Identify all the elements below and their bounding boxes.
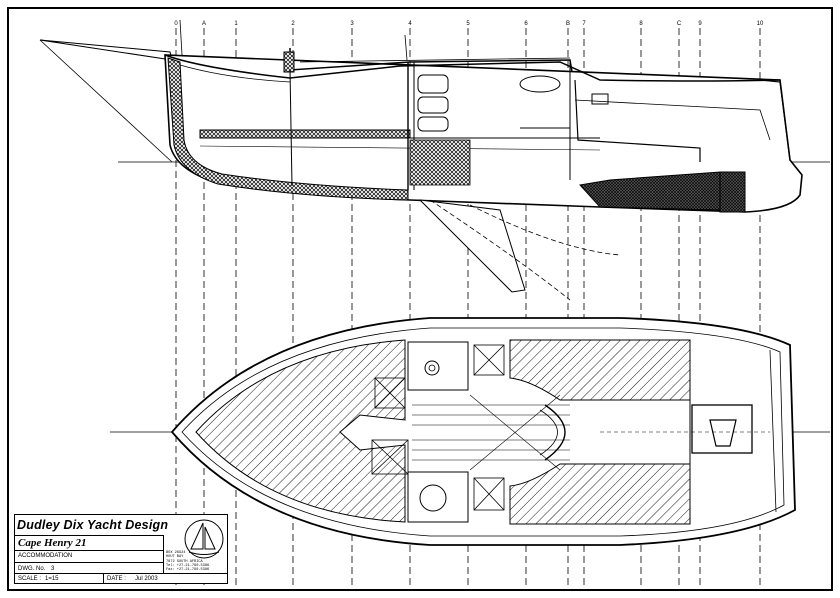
sheet-border (7, 7, 833, 591)
dwg-no-label: DWG. No. (18, 566, 46, 572)
station-label: 2 (291, 21, 295, 27)
station-label: 5 (466, 21, 470, 27)
address-line: BOX 26924 (166, 551, 186, 555)
brand-name: Dudley Dix Yacht Design (17, 518, 169, 532)
title-block-rule (15, 573, 227, 574)
plan-view (170, 317, 796, 546)
station-label: 9 (698, 21, 702, 27)
address-line: HOUT BAY (166, 555, 184, 560)
date-label: DATE : (107, 576, 126, 582)
station-label: C (677, 21, 682, 27)
title-block: Dudley Dix Yacht Design Cape Henry 21 AC… (14, 514, 228, 584)
station-label: 3 (350, 21, 354, 27)
station-label: 4 (408, 21, 412, 27)
address-line: 7872 SOUTH AFRICA (166, 559, 203, 564)
title-block-divider (163, 535, 164, 573)
profile-view (39, 19, 803, 301)
sailboat-logo-icon (184, 519, 224, 559)
title-block-rule (15, 550, 163, 551)
scale-label: SCALE : (18, 576, 42, 582)
station-label: 10 (757, 21, 764, 27)
station-label: 7 (582, 21, 586, 27)
title-block-rule (15, 562, 163, 563)
title-block-rule (15, 535, 163, 536)
date-value: Jul 2003 (135, 576, 158, 582)
designer-address: BOX 26924 HOUT BAY 7872 SOUTH AFRICA Tel… (166, 551, 226, 572)
station-label: 8 (639, 21, 643, 27)
dwg-no: 3 (51, 566, 55, 572)
title-block-divider (103, 573, 104, 584)
station-label: 0 (174, 21, 178, 27)
address-line: Tel: +27-21-790-5386 (166, 563, 210, 568)
station-labels: 0 A 1 2 3 4 5 6 B 7 8 C 9 10 (174, 21, 764, 27)
station-label: 6 (524, 21, 528, 27)
design-name: Cape Henry 21 (18, 537, 87, 549)
address-line: Fax: +27-21-790-5386 (166, 568, 210, 573)
station-label: B (566, 21, 570, 27)
sheet-title: ACCOMMODATION (18, 553, 73, 559)
scale-value: 1=15 (45, 576, 59, 582)
station-label: A (202, 21, 206, 27)
station-label: 1 (234, 21, 238, 27)
